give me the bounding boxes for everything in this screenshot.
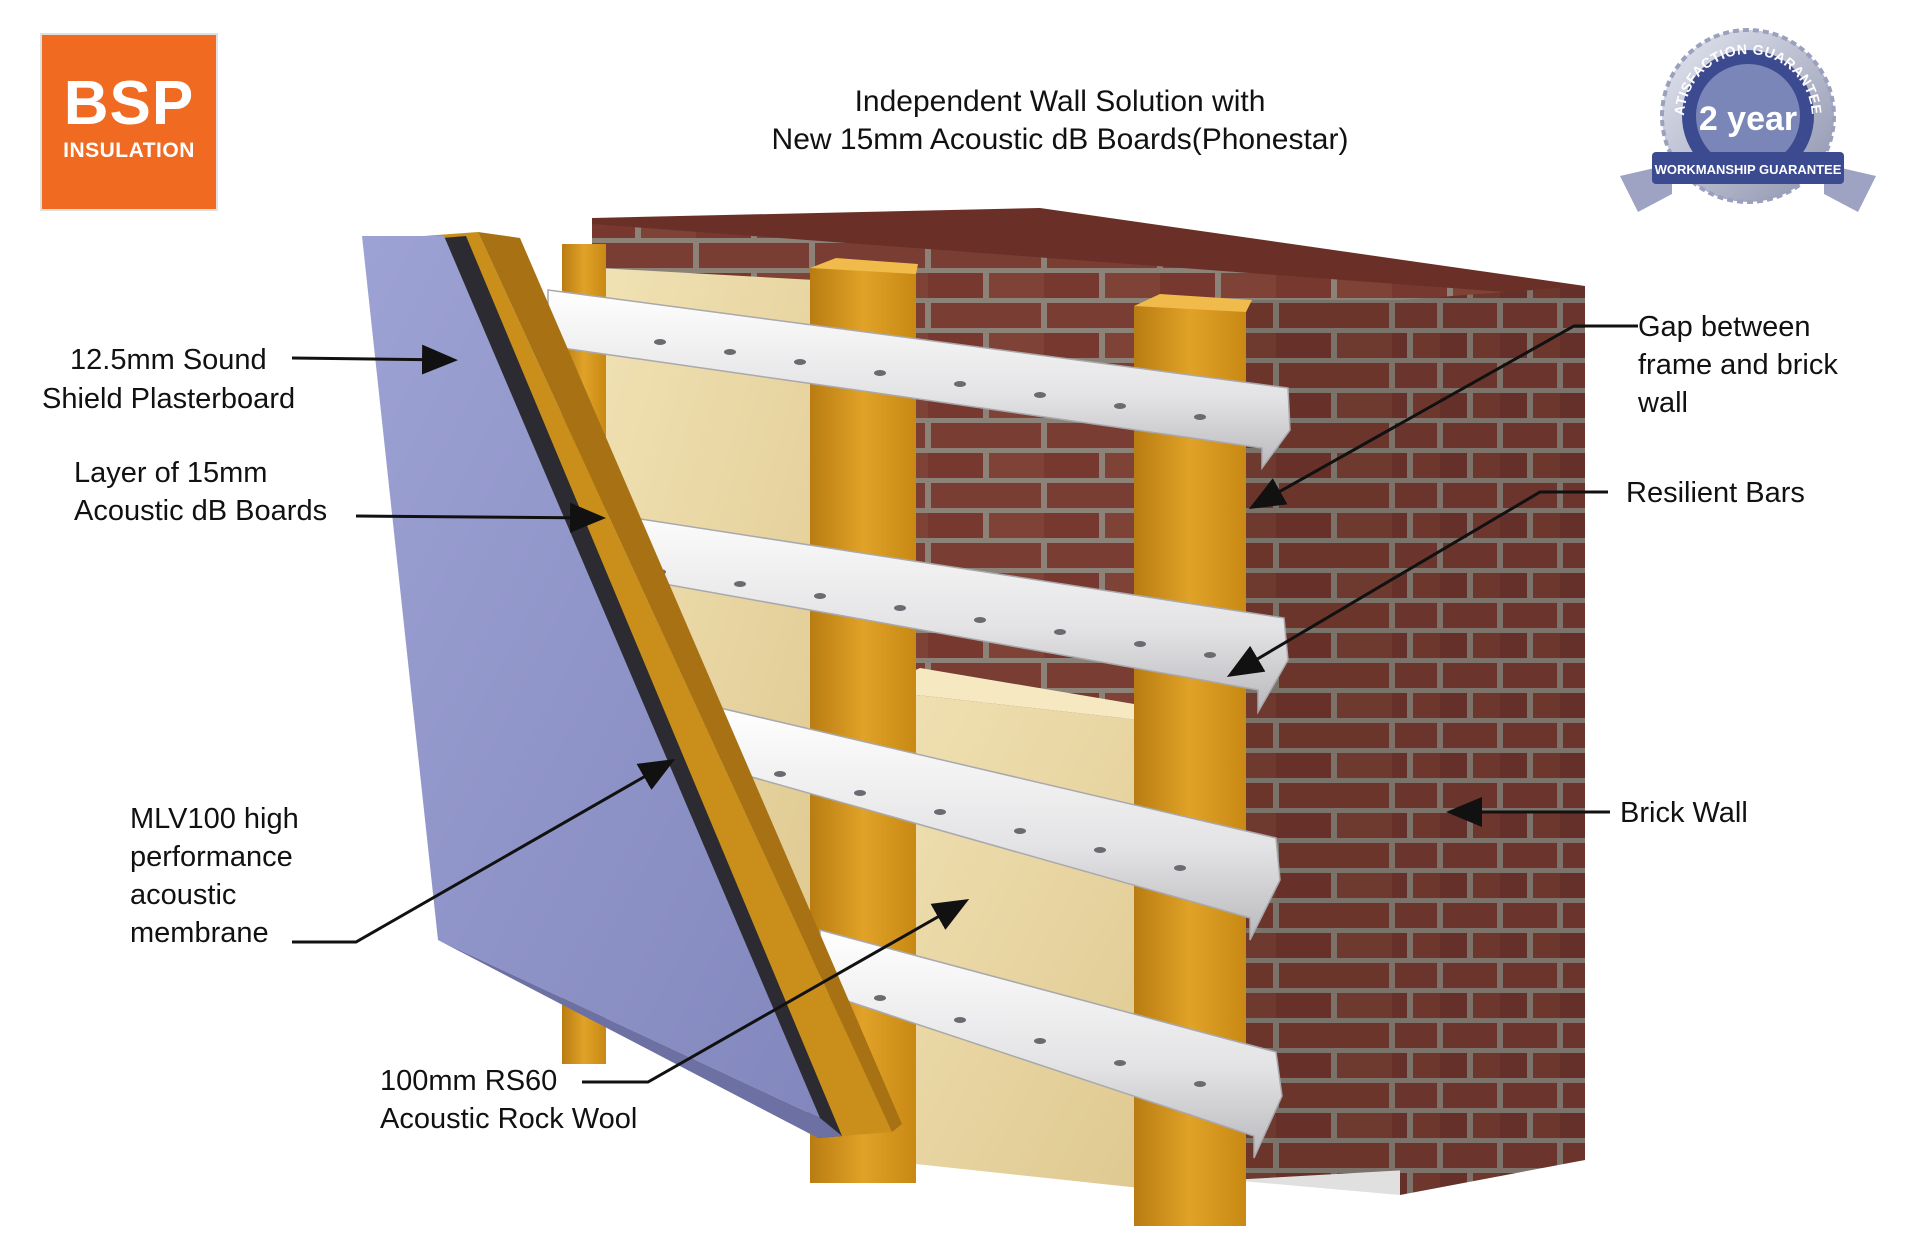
plasterboard-edge bbox=[438, 940, 842, 1138]
logo-sub-text: INSULATION bbox=[63, 139, 195, 162]
guarantee-badge bbox=[1620, 28, 1876, 212]
label-line: Acoustic Rock Wool bbox=[380, 1103, 638, 1135]
label-line: performance bbox=[130, 841, 293, 873]
leader-line-rock-wool bbox=[582, 899, 970, 1084]
acoustic-db-board-edge bbox=[478, 232, 902, 1132]
badge-ribbon-text: WORKMANSHIP GUARANTEE bbox=[1655, 162, 1842, 177]
timber-stud-top bbox=[1134, 294, 1252, 312]
label-acoustic-boards: Layer of 15mm Acoustic dB Boards bbox=[74, 454, 327, 530]
label-line: Brick Wall bbox=[1620, 797, 1748, 829]
label-plasterboard-line-2: Shield Plasterboard bbox=[42, 380, 295, 418]
label-plasterboard: 12.5mm Sound bbox=[70, 341, 267, 379]
leader-line-plasterboard bbox=[291, 344, 458, 375]
label-line: Shield Plasterboard bbox=[42, 383, 296, 415]
leader-line-gap bbox=[1248, 324, 1638, 509]
brick-wall-top bbox=[592, 208, 1585, 300]
logo-main-text: BSP bbox=[63, 69, 195, 138]
leader-line-acoustic-boards bbox=[355, 502, 606, 533]
diagram-title-line-1: Independent Wall Solution with bbox=[854, 85, 1266, 118]
leader-line-membrane bbox=[292, 759, 676, 944]
plasterboard bbox=[362, 236, 820, 1118]
brick-wall-side bbox=[1400, 286, 1585, 1195]
plasterboard-layers bbox=[362, 232, 902, 1138]
timber-stud-top bbox=[810, 258, 918, 274]
leader-line-resilient-bars bbox=[1226, 490, 1608, 678]
label-line: Layer of 15mm bbox=[74, 457, 268, 489]
leader-lines bbox=[291, 324, 1638, 1084]
mlv-membrane bbox=[442, 236, 842, 1138]
label-gap: Gap between frame and brick wall bbox=[1638, 308, 1838, 422]
label-brick-wall: Brick Wall bbox=[1620, 794, 1748, 832]
badge-core bbox=[1696, 64, 1800, 168]
badge-ribbon-band bbox=[1652, 152, 1844, 184]
bsp-insulation-logo: BSP INSULATION bbox=[40, 33, 218, 211]
rock-wool-lower-top bbox=[872, 668, 1140, 720]
diagram-title-line-2: New 15mm Acoustic dB Boards(Phonestar) bbox=[771, 123, 1349, 156]
label-resilient-bars: Resilient Bars bbox=[1626, 474, 1805, 512]
label-line: 12.5mm Sound bbox=[70, 344, 267, 376]
label-line: 100mm RS60 bbox=[380, 1065, 558, 1097]
label-line: Acoustic dB Boards bbox=[74, 495, 328, 527]
brick-wall-shadow bbox=[1230, 300, 1400, 1195]
resilient-bars bbox=[529, 289, 1291, 1159]
label-line: Resilient Bars bbox=[1626, 477, 1805, 509]
guarantee-badge-text: SATISFACTION GUARANTEED 2 year WORKMANSH… bbox=[1612, 26, 1842, 177]
label-membrane: MLV100 high performance acoustic membran… bbox=[130, 800, 299, 952]
badge-center-text: 2 year bbox=[1699, 100, 1797, 138]
label-rock-wool: 100mm RS60 Acoustic Rock Wool bbox=[380, 1062, 637, 1138]
label-line: acoustic bbox=[130, 879, 237, 911]
label-line: MLV100 high bbox=[130, 803, 299, 835]
label-line: frame and brick bbox=[1638, 349, 1838, 381]
label-line: membrane bbox=[130, 917, 269, 949]
label-line: wall bbox=[1638, 387, 1688, 419]
label-line: Gap between bbox=[1638, 311, 1811, 343]
